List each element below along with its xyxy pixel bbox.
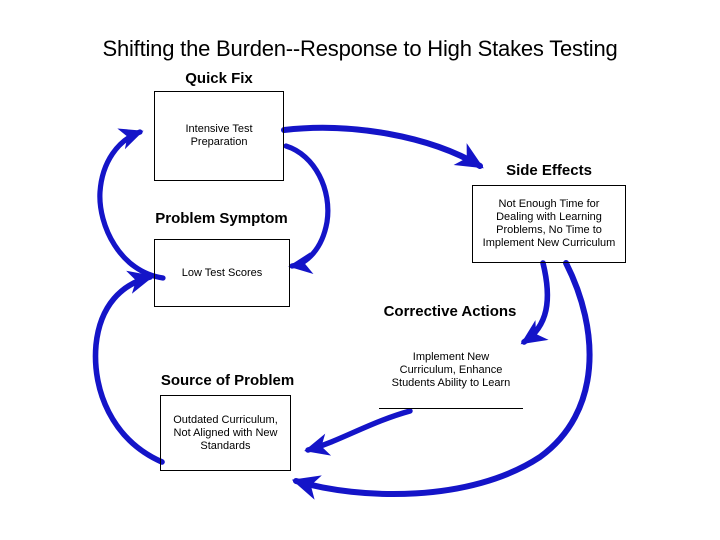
node-problem-symptom-box[interactable]: Low Test Scores: [154, 239, 290, 307]
node-problem-symptom-text: Low Test Scores: [181, 266, 263, 279]
node-quick-fix-box[interactable]: Intensive Test Preparation: [154, 91, 284, 181]
node-source-of-problem[interactable]: Source of Problem Outdated Curriculum, N…: [146, 372, 309, 472]
arrow-quick-fix-to-side-effects: [281, 124, 484, 169]
node-problem-symptom-label: Problem Symptom: [155, 210, 288, 227]
node-quick-fix-label: Quick Fix: [185, 70, 253, 87]
node-side-effects-box[interactable]: Not Enough Time for Dealing with Learnin…: [472, 185, 626, 263]
node-source-of-problem-label: Source of Problem: [160, 372, 295, 389]
node-quick-fix[interactable]: Quick Fix Intensive Test Preparation: [140, 70, 298, 182]
arrow-corrective-actions-to-source-of-problem: [304, 408, 413, 456]
page-title: Shifting the Burden--Response to High St…: [102, 36, 618, 61]
node-side-effects-text: Not Enough Time for Dealing with Learnin…: [482, 198, 616, 249]
node-side-effects[interactable]: Side Effects Not Enough Time for Dealing…: [472, 162, 626, 263]
node-source-of-problem-text: Outdated Curriculum, Not Aligned with Ne…: [173, 413, 278, 452]
node-corrective-actions[interactable]: Corrective Actions Implement New Curricu…: [370, 303, 530, 409]
node-source-of-problem-box[interactable]: Outdated Curriculum, Not Aligned with Ne…: [160, 395, 291, 471]
node-quick-fix-text: Intensive Test Preparation: [185, 123, 253, 148]
node-corrective-actions-text: Implement New Curriculum, Enhance Studen…: [391, 350, 511, 389]
node-corrective-actions-label: Corrective Actions: [383, 303, 517, 320]
node-problem-symptom[interactable]: Problem Symptom Low Test Scores: [140, 210, 303, 308]
node-corrective-actions-box[interactable]: Implement New Curriculum, Enhance Studen…: [379, 332, 523, 409]
node-side-effects-label: Side Effects: [506, 162, 592, 179]
